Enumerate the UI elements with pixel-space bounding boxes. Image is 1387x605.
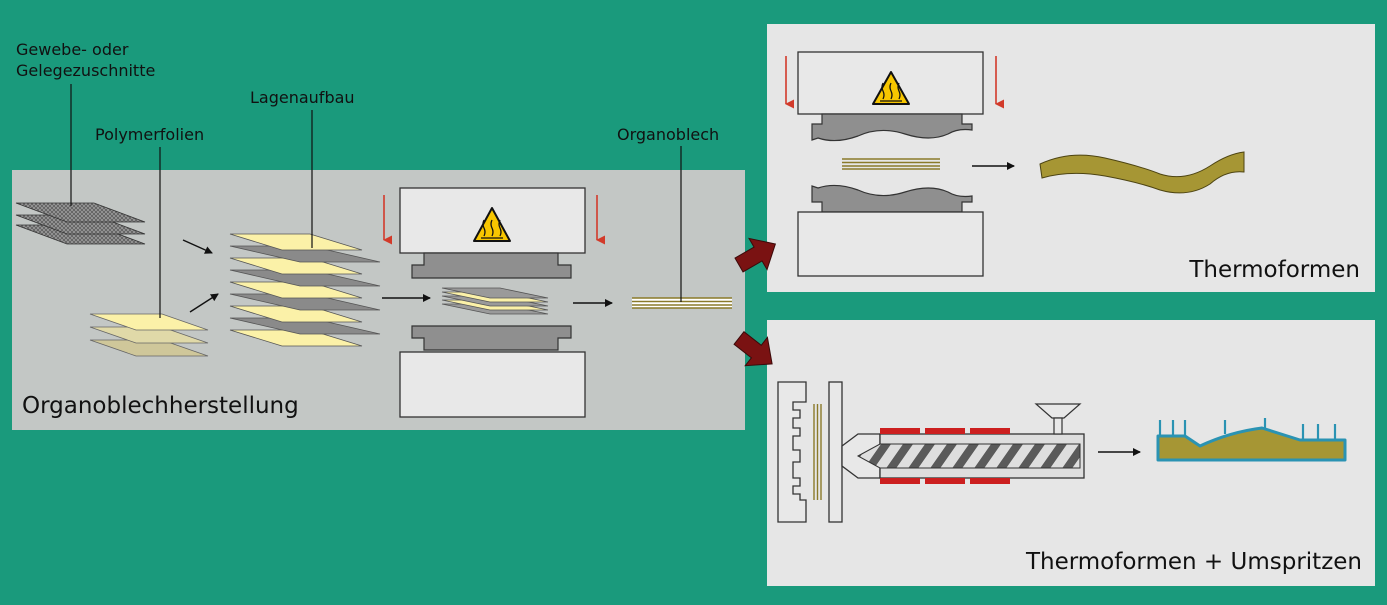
injection-unit bbox=[841, 403, 1085, 484]
branch-arrow-thermoforming bbox=[734, 237, 777, 273]
process-thermoforming-title: Thermoformen bbox=[1189, 257, 1360, 283]
fabric-label-line2: Gelegezuschnitte bbox=[16, 61, 156, 80]
hot-surface-warning-icon bbox=[872, 71, 910, 105]
organosheet bbox=[632, 297, 732, 309]
formed-part bbox=[1039, 151, 1245, 194]
fabric-label-line1: Gewebe- oder bbox=[16, 40, 129, 59]
hopper bbox=[1034, 403, 1082, 435]
inserted-organosheet bbox=[813, 404, 822, 500]
screw bbox=[856, 443, 1081, 469]
layup-label: Lagenaufbau bbox=[250, 88, 355, 107]
organosheet-label: Organoblech bbox=[617, 125, 720, 144]
hot-surface-warning-icon bbox=[473, 207, 511, 242]
polymer-films-label: Polymerfolien bbox=[95, 125, 205, 144]
overmolded-part bbox=[1156, 418, 1347, 462]
consolidated-plies bbox=[441, 287, 549, 315]
heated-organosheet bbox=[842, 158, 940, 170]
fabric-stack bbox=[15, 202, 146, 245]
press-main bbox=[399, 187, 586, 418]
flow-arrow-polymer bbox=[189, 293, 219, 313]
main-process-panel bbox=[12, 170, 745, 430]
flow-arrow-fabric bbox=[182, 239, 213, 254]
process-thermoforming-overmolding-title: Thermoformen + Umspritzen bbox=[1025, 549, 1362, 575]
branch-arrow-overmolding bbox=[733, 330, 773, 367]
process-main-title: Organoblechherstellung bbox=[22, 393, 299, 419]
injection-mold bbox=[777, 381, 843, 523]
polymer-film-stack bbox=[89, 313, 209, 357]
layup-stack bbox=[229, 233, 381, 347]
